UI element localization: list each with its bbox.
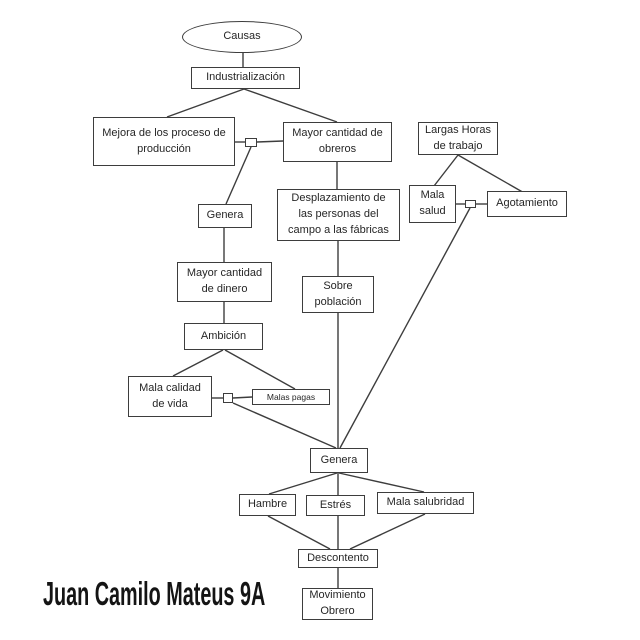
node-label: Malas pagas bbox=[266, 391, 316, 402]
edge-mala-salubridad-descontento bbox=[349, 513, 426, 550]
edge-genera2-hambre bbox=[268, 472, 338, 495]
node-label: Sobre población bbox=[314, 279, 362, 308]
node-label: Agotamiento bbox=[496, 197, 558, 210]
edge-largas-horas-mala-salud bbox=[433, 154, 459, 187]
node-agotamiento: Agotamiento bbox=[487, 191, 567, 217]
edge-largas-horas-agotamiento bbox=[457, 154, 527, 195]
edge-junction3-malas-pagas bbox=[232, 396, 253, 399]
node-mayor-dinero: Mayor cantidad de dinero bbox=[177, 262, 272, 302]
node-label: Largas Horas de trabajo bbox=[424, 123, 492, 152]
node-label: Mala salud bbox=[419, 189, 446, 217]
node-ambicion: Ambición bbox=[184, 323, 263, 350]
edge-industrializacion-mejora bbox=[166, 88, 245, 118]
node-label: Mejora de los proceso de producción bbox=[102, 126, 226, 155]
node-label: Industrialización bbox=[206, 71, 285, 84]
node-mayor-obreros: Mayor cantidad de obreros bbox=[283, 122, 392, 162]
node-label: Genera bbox=[320, 453, 358, 466]
node-causas: Causas bbox=[182, 21, 302, 53]
node-label: Descontento bbox=[307, 551, 369, 564]
edge-ambicion-mala-calidad bbox=[172, 349, 224, 377]
node-estres: Estrés bbox=[306, 495, 365, 516]
author-signature: Juan Camilo Mateus 9A bbox=[43, 575, 266, 612]
node-mejora-procesos: Mejora de los proceso de producción bbox=[93, 117, 235, 166]
node-label: Estrés bbox=[319, 498, 352, 511]
node-descontento: Descontento bbox=[298, 549, 378, 568]
node-industrializacion: Industrialización bbox=[191, 67, 300, 89]
node-movimiento-obrero: Movimiento Obrero bbox=[302, 588, 373, 620]
node-label: Ambición bbox=[200, 329, 247, 342]
node-mala-salubridad: Mala salubridad bbox=[377, 492, 474, 514]
node-genera-2: Genera bbox=[310, 448, 368, 473]
edge-junction1-genera1 bbox=[225, 146, 252, 205]
node-genera-1: Genera bbox=[198, 204, 252, 228]
edge-junction1-mayor-obreros bbox=[256, 140, 284, 143]
junction-node-3 bbox=[223, 393, 233, 403]
node-mala-salud: Mala salud bbox=[409, 185, 456, 223]
edge-hambre-descontento bbox=[267, 515, 331, 550]
node-label: Mala salubridad bbox=[386, 496, 465, 509]
node-label: Movimiento Obrero bbox=[309, 589, 366, 617]
node-label: Genera bbox=[206, 209, 244, 222]
node-mala-calidad-vida: Mala calidad de vida bbox=[128, 376, 212, 417]
edge-genera2-mala-salubridad bbox=[338, 472, 425, 493]
node-label: Hambre bbox=[247, 498, 288, 511]
edge-industrializacion-mayor-obreros bbox=[243, 88, 338, 123]
node-label: Mala calidad de vida bbox=[139, 381, 201, 410]
node-sobre-poblacion: Sobre población bbox=[302, 276, 374, 313]
junction-node-1 bbox=[245, 138, 257, 147]
node-malas-pagas: Malas pagas bbox=[252, 389, 330, 405]
node-label: Mayor cantidad de obreros bbox=[292, 127, 383, 155]
edge-junction3-genera2 bbox=[232, 402, 337, 449]
node-desplazamiento: Desplazamiento de las personas del campo… bbox=[277, 189, 400, 241]
node-largas-horas: Largas Horas de trabajo bbox=[418, 122, 498, 155]
edge-junction2-genera2 bbox=[339, 207, 471, 449]
node-label: Causas bbox=[223, 30, 261, 43]
junction-node-2 bbox=[465, 200, 476, 208]
node-label: Mayor cantidad de dinero bbox=[186, 267, 263, 295]
edge-ambicion-malas-pagas bbox=[224, 349, 296, 390]
node-hambre: Hambre bbox=[239, 494, 296, 516]
node-label: Desplazamiento de las personas del campo… bbox=[288, 192, 389, 236]
